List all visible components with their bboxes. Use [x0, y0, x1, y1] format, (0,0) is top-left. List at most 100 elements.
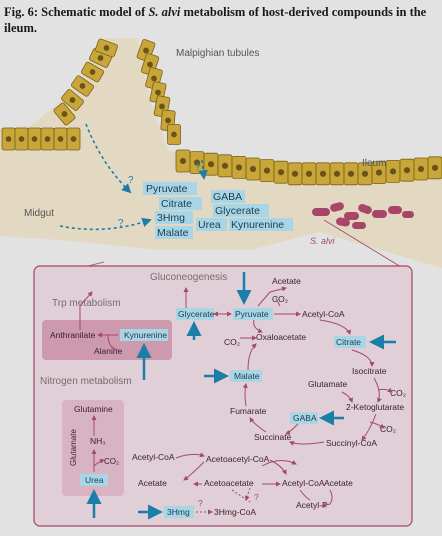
- figure-label: Fig. 6:: [4, 5, 39, 19]
- ileum-cell: [203, 152, 219, 176]
- hc-urea: Urea: [198, 219, 221, 231]
- m-nh3: NH₃: [90, 436, 106, 446]
- ileum-cell: [175, 149, 191, 173]
- m-urea: Urea: [85, 475, 104, 485]
- m-acetate-top: Acetate: [272, 276, 301, 286]
- m-acetylcoa-left: Acetyl-CoA: [132, 452, 175, 462]
- m-co2-iso: CO₂: [390, 388, 406, 398]
- midgut-cell: [1, 127, 16, 151]
- m-pyruvate: Pyruvate: [235, 309, 269, 319]
- m-3hmg-coa: 3Hmg-CoA: [214, 507, 256, 517]
- ileum-label: Ileum: [362, 158, 386, 169]
- ileum-cell: [399, 158, 415, 182]
- m-co2-oxa: CO₂: [224, 337, 240, 347]
- zoom-line-right: [323, 219, 407, 271]
- figure-title-pre: Schematic model of: [38, 5, 149, 19]
- hc-gaba: GABA: [213, 191, 242, 203]
- tubule-cell: [80, 61, 105, 83]
- s-alvi-bacteria: [312, 202, 414, 229]
- midgut-label: Midgut: [24, 208, 54, 219]
- question-acetoacetate: ?: [254, 492, 259, 502]
- tubule-cell: [167, 124, 181, 145]
- midgut-cell: [14, 127, 29, 151]
- hc-3hmg: 3Hmg: [157, 212, 185, 224]
- m-co2-pyr: CO₂: [272, 294, 288, 304]
- ileum-cell: [273, 160, 289, 184]
- ileum-cell: [329, 162, 345, 186]
- m-fumarate: Fumarate: [230, 406, 267, 416]
- question-midgut: ?: [128, 175, 134, 186]
- uptake-arrows: [138, 272, 396, 520]
- m-alanine: Alanine: [94, 346, 123, 356]
- ketone-arrows: [175, 452, 333, 515]
- m-co2-kg: CO₂: [380, 424, 396, 434]
- tubule-cell: [53, 102, 76, 126]
- ileum-cell: [413, 157, 429, 181]
- gut-lumen: [0, 38, 442, 268]
- metabolism-diagram: ? ? ? Malpighian tubules Ileum Midgut S.…: [0, 38, 442, 527]
- host-transport-paths: [59, 123, 208, 231]
- m-co2-nitrogen: CO₂: [104, 457, 119, 466]
- m-acetoacetylcoa: Acetoacetyl-CoA: [206, 454, 270, 464]
- m-glutamate-vertical: Glutamate: [69, 429, 78, 466]
- midgut-cell: [40, 127, 55, 151]
- question-lumen: ?: [118, 218, 124, 229]
- question-hmg: ?: [198, 498, 203, 508]
- ileum-cell: [343, 162, 359, 186]
- hc-pyruvate: Pyruvate: [146, 183, 188, 195]
- nitrogen-label: Nitrogen metabolism: [40, 376, 132, 387]
- hc-citrate: Citrate: [161, 198, 192, 210]
- m-kynurenine: Kynurenine: [124, 330, 167, 340]
- m-ketoglutarate: 2-Ketoglutarate: [346, 402, 404, 412]
- m-glutamine: Glutamine: [74, 404, 113, 414]
- host-compounds: Pyruvate GABA Citrate Glycerate 3Hmg Ure…: [143, 182, 293, 239]
- species-name: S. alvi: [148, 5, 181, 19]
- m-citrate: Citrate: [336, 337, 361, 347]
- m-acetylcoa-right: Acetyl-CoA: [282, 478, 325, 488]
- tubule-cell: [95, 38, 118, 58]
- m-glutamate: Glutamate: [308, 379, 347, 389]
- figure-title-post: metabolism of host-derived compounds in …: [4, 5, 427, 35]
- m-acetate-right: Acetate: [324, 478, 353, 488]
- ileum-cell: [385, 159, 401, 183]
- midgut-epithelium: [1, 38, 118, 151]
- hc-kynurenine: Kynurenine: [231, 219, 284, 231]
- ileum-cell: [217, 154, 233, 178]
- tubule-cell: [88, 48, 113, 68]
- tca-arrows: [213, 286, 393, 446]
- question-tubule: ?: [195, 162, 201, 173]
- m-acetylcoa-top: Acetyl-CoA: [302, 309, 345, 319]
- ileum-cell: [245, 157, 261, 181]
- m-malate: Malate: [234, 371, 260, 381]
- m-isocitrate: Isocitrate: [352, 366, 387, 376]
- ileum-cell: [315, 162, 331, 186]
- midgut-cell: [66, 127, 81, 151]
- tubule-cell: [61, 89, 84, 111]
- ileum-cell: [301, 162, 317, 186]
- m-acetoacetate: Acetoacetate: [204, 478, 254, 488]
- m-succinylcoa: Succinyl-CoA: [326, 438, 377, 448]
- hc-glycerate: Glycerate: [215, 205, 260, 217]
- m-oxaloacetate: Oxaloacetate: [256, 332, 306, 342]
- gluconeogenesis-label: Gluconeogenesis: [150, 272, 227, 283]
- m-acetate-left: Acetate: [138, 478, 167, 488]
- figure-title: Fig. 6: Schematic model of S. alvi metab…: [4, 4, 438, 36]
- m-succinate: Succinate: [254, 432, 292, 442]
- m-gaba: GABA: [293, 413, 317, 423]
- s-alvi-label: S. alvi: [310, 236, 336, 246]
- trp-label: Trp metabolism: [52, 298, 121, 309]
- m-3hmg: 3Hmg: [167, 507, 190, 517]
- m-glycerate: Glycerate: [178, 309, 215, 319]
- ileum-cell: [427, 156, 442, 180]
- midgut-cell: [27, 127, 42, 151]
- nitrogen-box: [62, 400, 124, 496]
- hc-malate: Malate: [157, 227, 189, 239]
- ileum-epithelium: [136, 39, 442, 186]
- m-acetylp: Acetyl-P: [296, 500, 328, 510]
- m-anthranilate: Anthranilate: [50, 330, 96, 340]
- malpighian-label: Malpighian tubules: [176, 48, 259, 59]
- tubule-cell: [70, 75, 95, 97]
- midgut-cell: [53, 127, 68, 151]
- ketone-pathway: Acetyl-CoA Acetoacetyl-CoA Acetate Aceto…: [132, 452, 353, 518]
- ileum-cell: [259, 159, 275, 183]
